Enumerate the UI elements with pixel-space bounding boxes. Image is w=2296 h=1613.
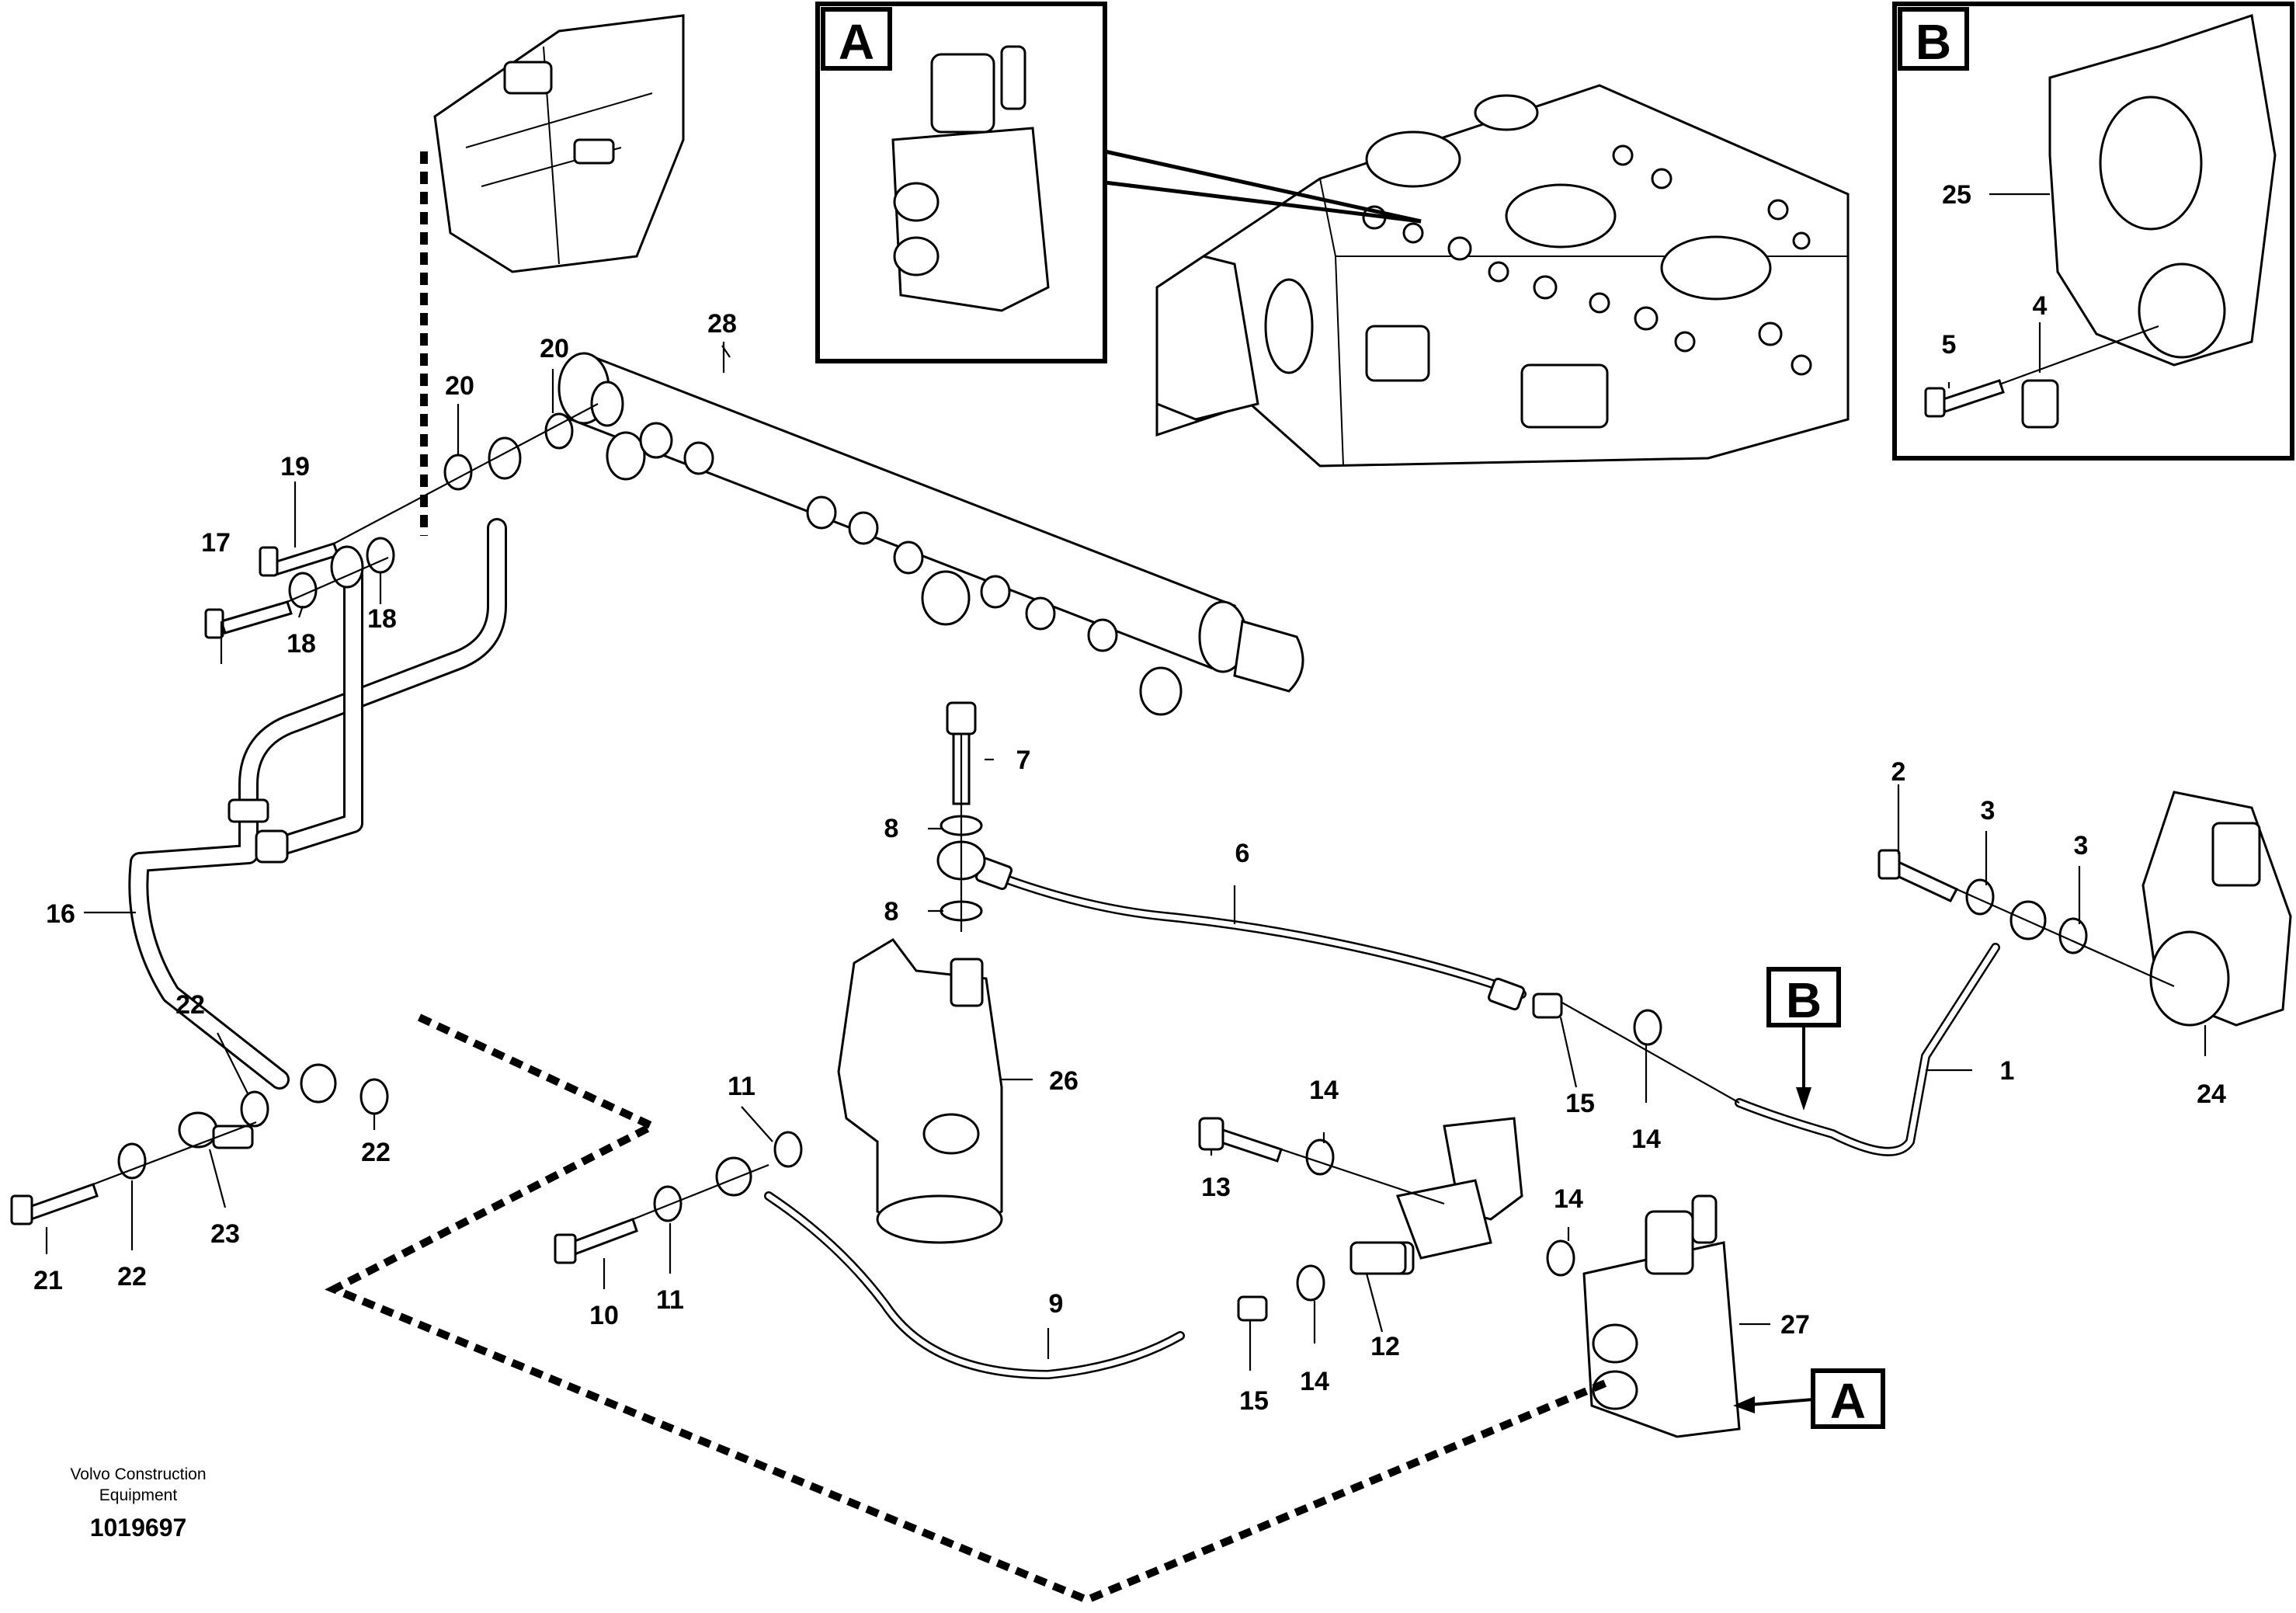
label-part-18b: 18 (367, 604, 397, 634)
credit-line-1: Volvo Construction (70, 1465, 206, 1483)
hose-16 (128, 518, 507, 1090)
label-leaders (45, 193, 2207, 1371)
label-part-8b: 8 (884, 897, 899, 926)
label-part-7: 7 (1016, 746, 1031, 775)
document-number: 1019697 (90, 1514, 187, 1542)
footer: Volvo Construction Equipment 1019697 (70, 1465, 206, 1542)
detail-b-letter: B (1916, 14, 1951, 70)
label-part-10: 10 (589, 1301, 619, 1330)
label-part-20b: 20 (540, 334, 569, 363)
credit-line-2: Equipment (99, 1486, 178, 1504)
label-part-4: 4 (2033, 291, 2048, 321)
label-part-19: 19 (280, 452, 310, 481)
label-part-25: 25 (1942, 180, 1971, 210)
pump-bracket-24 (2141, 791, 2292, 1027)
label-part-28: 28 (707, 309, 737, 339)
label-part-17: 17 (201, 528, 231, 558)
label-part-8a: 8 (884, 814, 899, 843)
label-part-2: 2 (1891, 757, 1906, 787)
valve-block-27 (1582, 1194, 1741, 1438)
dashed-connector-bottom (325, 1013, 1609, 1604)
label-part-22c: 22 (361, 1138, 391, 1167)
pipe-9 (764, 1191, 1185, 1379)
reference-a-letter: A (1830, 1373, 1866, 1429)
pipe-1 (1735, 943, 2000, 1156)
pipe-6 (974, 857, 1527, 1011)
upper-housing-drawing (433, 14, 685, 273)
reference-tag-a: A (1733, 1368, 1885, 1429)
label-part-14d: 14 (1631, 1125, 1661, 1154)
label-part-15b: 15 (1239, 1386, 1269, 1416)
label-part-11a: 11 (656, 1285, 684, 1315)
label-part-26: 26 (1049, 1066, 1079, 1096)
filter-housing-26 (837, 938, 1003, 1244)
label-part-9: 9 (1049, 1289, 1064, 1319)
label-part-16: 16 (46, 899, 75, 929)
label-part-3a: 3 (1981, 796, 1996, 826)
label-part-6: 6 (1235, 839, 1250, 868)
label-part-11b: 11 (728, 1072, 755, 1101)
label-part-22a: 22 (117, 1262, 147, 1291)
label-part-1: 1 (2000, 1056, 2015, 1086)
label-part-14b: 14 (1300, 1367, 1329, 1396)
reference-b-letter: B (1786, 972, 1822, 1028)
label-part-15a: 15 (1565, 1089, 1595, 1118)
detail-box-b: B (1892, 2, 2294, 461)
label-part-13: 13 (1201, 1173, 1231, 1202)
detail-a-letter: A (839, 14, 874, 70)
fuel-rail-28 (558, 352, 1304, 716)
label-part-18a: 18 (287, 629, 316, 659)
part-labels: 1 2 3 3 4 5 6 7 8 8 9 10 11 11 12 13 14 … (33, 180, 2226, 1416)
detail-box-a: A (815, 2, 1422, 363)
engine-block-drawing (1155, 84, 1850, 468)
reference-tag-b: B (1766, 967, 1841, 1111)
label-part-20a: 20 (445, 371, 474, 401)
label-part-12: 12 (1370, 1332, 1400, 1361)
label-part-22b: 22 (175, 990, 205, 1020)
label-part-21: 21 (33, 1266, 63, 1295)
label-part-27: 27 (1780, 1310, 1810, 1340)
label-part-14a: 14 (1309, 1076, 1339, 1105)
label-part-5: 5 (1942, 330, 1957, 360)
label-part-24: 24 (2197, 1079, 2226, 1109)
label-part-23: 23 (210, 1219, 240, 1249)
label-part-3b: 3 (2074, 831, 2089, 860)
assembly-axes (92, 403, 2175, 1221)
label-part-14c: 14 (1554, 1184, 1583, 1214)
